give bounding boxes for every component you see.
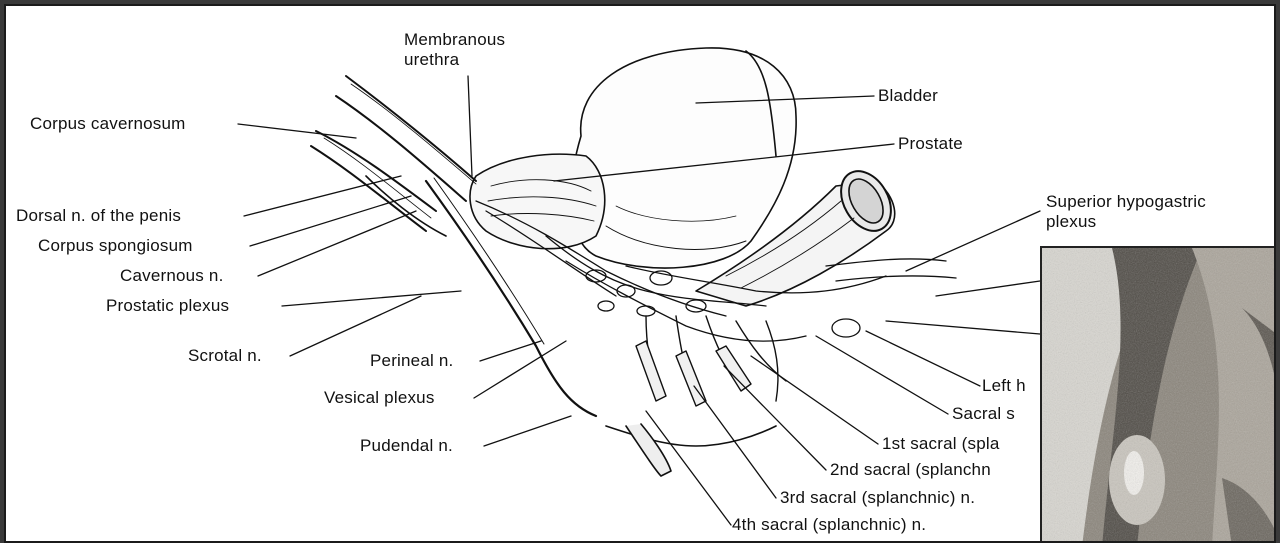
label-membranous-urethra: Membranous urethra bbox=[404, 30, 505, 70]
label-left-hypogastric: Left h bbox=[982, 376, 1026, 396]
label-corpus-spongiosum: Corpus spongiosum bbox=[38, 236, 193, 256]
overlapping-photo-inset bbox=[1040, 246, 1276, 543]
label-bladder: Bladder bbox=[878, 86, 938, 106]
label-3rd-sacral-splanchnic: 3rd sacral (splanchnic) n. bbox=[780, 488, 975, 508]
grayscale-tissue-image bbox=[1042, 248, 1276, 543]
sacral-roots-drawing bbox=[636, 316, 786, 406]
label-corpus-cavernosum: Corpus cavernosum bbox=[30, 114, 186, 134]
label-perineal-nerve: Perineal n. bbox=[370, 351, 453, 371]
label-cavernous-nerve: Cavernous n. bbox=[120, 266, 224, 286]
label-vesical-plexus: Vesical plexus bbox=[324, 388, 435, 408]
label-pudendal-nerve: Pudendal n. bbox=[360, 436, 453, 456]
label-prostatic-plexus: Prostatic plexus bbox=[106, 296, 229, 316]
label-superior-hypogastric-plexus: Superior hypogastric plexus bbox=[1046, 192, 1206, 232]
label-prostate: Prostate bbox=[898, 134, 963, 154]
label-dorsal-nerve-penis: Dorsal n. of the penis bbox=[16, 206, 181, 226]
label-1st-sacral-splanchnic: 1st sacral (spla bbox=[882, 434, 1000, 454]
label-scrotal-nerve: Scrotal n. bbox=[188, 346, 262, 366]
figure-frame: Membranous urethra Bladder Prostate Corp… bbox=[4, 4, 1276, 543]
label-2nd-sacral-splanchnic: 2nd sacral (splanchn bbox=[830, 460, 991, 480]
prostate-drawing bbox=[470, 154, 605, 249]
penile-shaft-drawing bbox=[311, 76, 476, 236]
label-sacral-sympathetic: Sacral s bbox=[952, 404, 1015, 424]
label-4th-sacral-splanchnic: 4th sacral (splanchnic) n. bbox=[732, 515, 926, 535]
